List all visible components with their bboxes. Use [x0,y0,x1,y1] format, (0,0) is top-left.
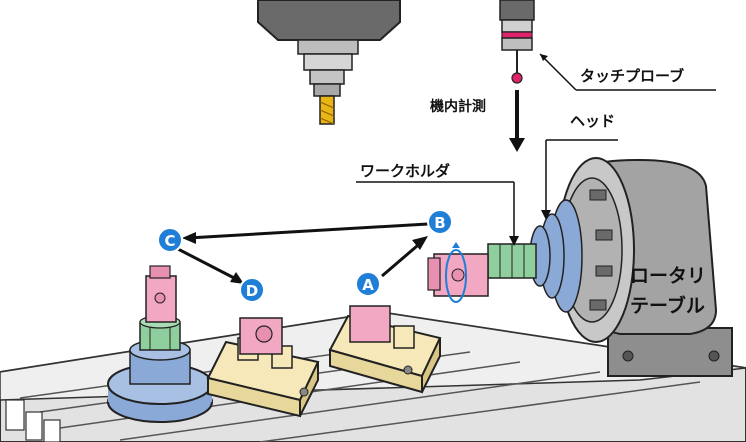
marker-d-label: D [246,282,258,300]
marker-b-label: B [434,214,445,232]
marker-a-label: A [362,276,374,294]
vise-d [206,317,320,418]
marker-d: D [239,277,265,303]
vise-a [299,305,442,397]
touch-probe-callout: タッチプローブ [539,53,716,91]
marker-a: A [355,271,381,297]
flow-arrows [175,222,429,284]
workpiece-on-head [427,242,489,303]
work-holder-callout: ワークホルダ [356,162,519,246]
measure-arrow: 機内計測 [430,90,525,152]
rotary-head [529,199,583,313]
marker-c: C [157,227,183,253]
head-callout: ヘッド [541,112,618,220]
work-holder-label: ワークホルダ [360,162,450,180]
spindle [257,0,401,97]
marker-c-label: C [164,232,175,250]
rotary-label-line2: テーブル [630,294,705,317]
fixture-c [107,265,213,423]
marker-b: B [427,209,453,235]
touch-probe-label: タッチプローブ [580,67,684,85]
head-label: ヘッド [570,112,615,130]
touch-probe [499,0,535,84]
drill-bit [319,95,335,125]
work-holder-on-head [487,243,537,279]
measure-label: 機内計測 [430,98,486,115]
rotary-label-line1: ロータリ [630,265,706,287]
